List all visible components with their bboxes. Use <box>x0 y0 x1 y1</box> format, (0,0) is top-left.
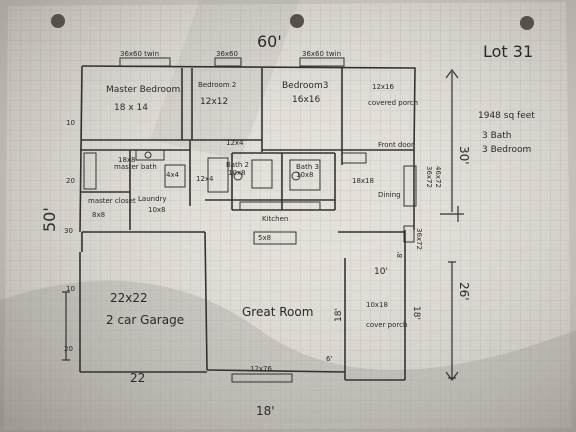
dim-porch-step: 8' <box>396 251 404 258</box>
room-garage: 2 car Garage <box>106 313 185 327</box>
left-tick-2: 20 <box>66 177 75 185</box>
left-tick-1: 10 <box>66 119 75 127</box>
room-master-closet-size: 8x8 <box>92 211 106 219</box>
room-garage-size: 22x22 <box>110 291 148 305</box>
fixtures <box>83 57 417 383</box>
room-bedroom3-size: 16x16 <box>292 95 321 105</box>
dim-porch-left: 18' <box>334 308 344 322</box>
room-dining: Dining <box>378 191 401 199</box>
room-master-bedroom: Master Bedroom <box>106 85 181 95</box>
room-bedroom2-size: 12x12 <box>200 97 229 107</box>
room-bath3: Bath 3 <box>296 163 319 171</box>
room-front-door: Front door <box>378 141 414 149</box>
room-master-closet: master closet <box>88 197 136 205</box>
window-right-1: 36x72 <box>425 166 433 188</box>
room-kitchen: Kitchen <box>262 215 289 223</box>
room-linen-closet: 4x4 <box>166 171 180 179</box>
dim-porch-width: 10' <box>374 267 388 277</box>
left-tick-3: 30 <box>64 227 73 235</box>
hole-punch-center <box>290 14 304 28</box>
kitchen-island-size: 5x8 <box>258 234 272 242</box>
room-closet-12x4: 12x4 <box>226 139 244 147</box>
note-square-feet: 1948 sq feet <box>478 111 535 121</box>
dimension-lines <box>62 69 464 381</box>
left-tick-4: 10 <box>66 285 75 293</box>
room-laundry-size: 10x8 <box>148 206 166 214</box>
window-bottom: 12x76 <box>250 365 272 373</box>
window-small-left: 12x4 <box>196 175 214 183</box>
room-dining-size: 18x18 <box>352 177 374 185</box>
room-bath2-size: 10x8 <box>228 169 246 177</box>
lot-title: Lot 31 <box>483 42 534 61</box>
dim-top-width: 60' <box>257 32 282 51</box>
room-master-bath-size: 18x8 <box>118 156 136 164</box>
room-covered-porch-bottom: cover porch <box>366 321 408 329</box>
dim-porch-right: 18' <box>411 306 421 320</box>
window-top-2: 36x60 <box>216 50 238 58</box>
floor-plan-walls <box>79 65 416 381</box>
room-master-bath: master bath <box>114 163 157 171</box>
dim-right-lower: 26' <box>457 282 471 301</box>
window-right-3: 36x72 <box>415 228 423 250</box>
room-bedroom2: Bedroom 2 <box>198 81 237 89</box>
room-bath3-size: 10x8 <box>296 171 314 179</box>
window-right-2: 46x72 <box>434 166 442 188</box>
room-great-room: Great Room <box>242 305 314 319</box>
dim-right-upper: 30' <box>457 146 471 165</box>
room-laundry: Laundry <box>138 195 167 203</box>
room-covered-porch-top-size: 12x16 <box>372 83 394 91</box>
room-covered-porch-bottom-size: 10x18 <box>366 301 388 309</box>
window-top-1: 36x60 twin <box>120 50 160 58</box>
dim-left-depth: 50' <box>40 207 59 232</box>
left-tick-5: 20 <box>64 345 73 353</box>
room-covered-porch-top: covered porch <box>368 99 419 107</box>
hole-punch-right <box>520 16 534 30</box>
window-top-3: 36x60 twin <box>302 50 342 58</box>
note-bath-count: 3 Bath <box>482 131 512 141</box>
room-bedroom3: Bedroom3 <box>282 81 329 91</box>
dim-bottom-center: 18' <box>256 404 275 418</box>
note-bedroom-count: 3 Bedroom <box>482 145 532 155</box>
hole-punch-left <box>51 14 65 28</box>
room-master-bedroom-size: 18 x 14 <box>114 103 148 113</box>
dim-porch-small: 6' <box>326 355 333 363</box>
dim-bottom-left: 22 <box>130 371 146 385</box>
room-bath2: Bath 2 <box>226 161 249 169</box>
